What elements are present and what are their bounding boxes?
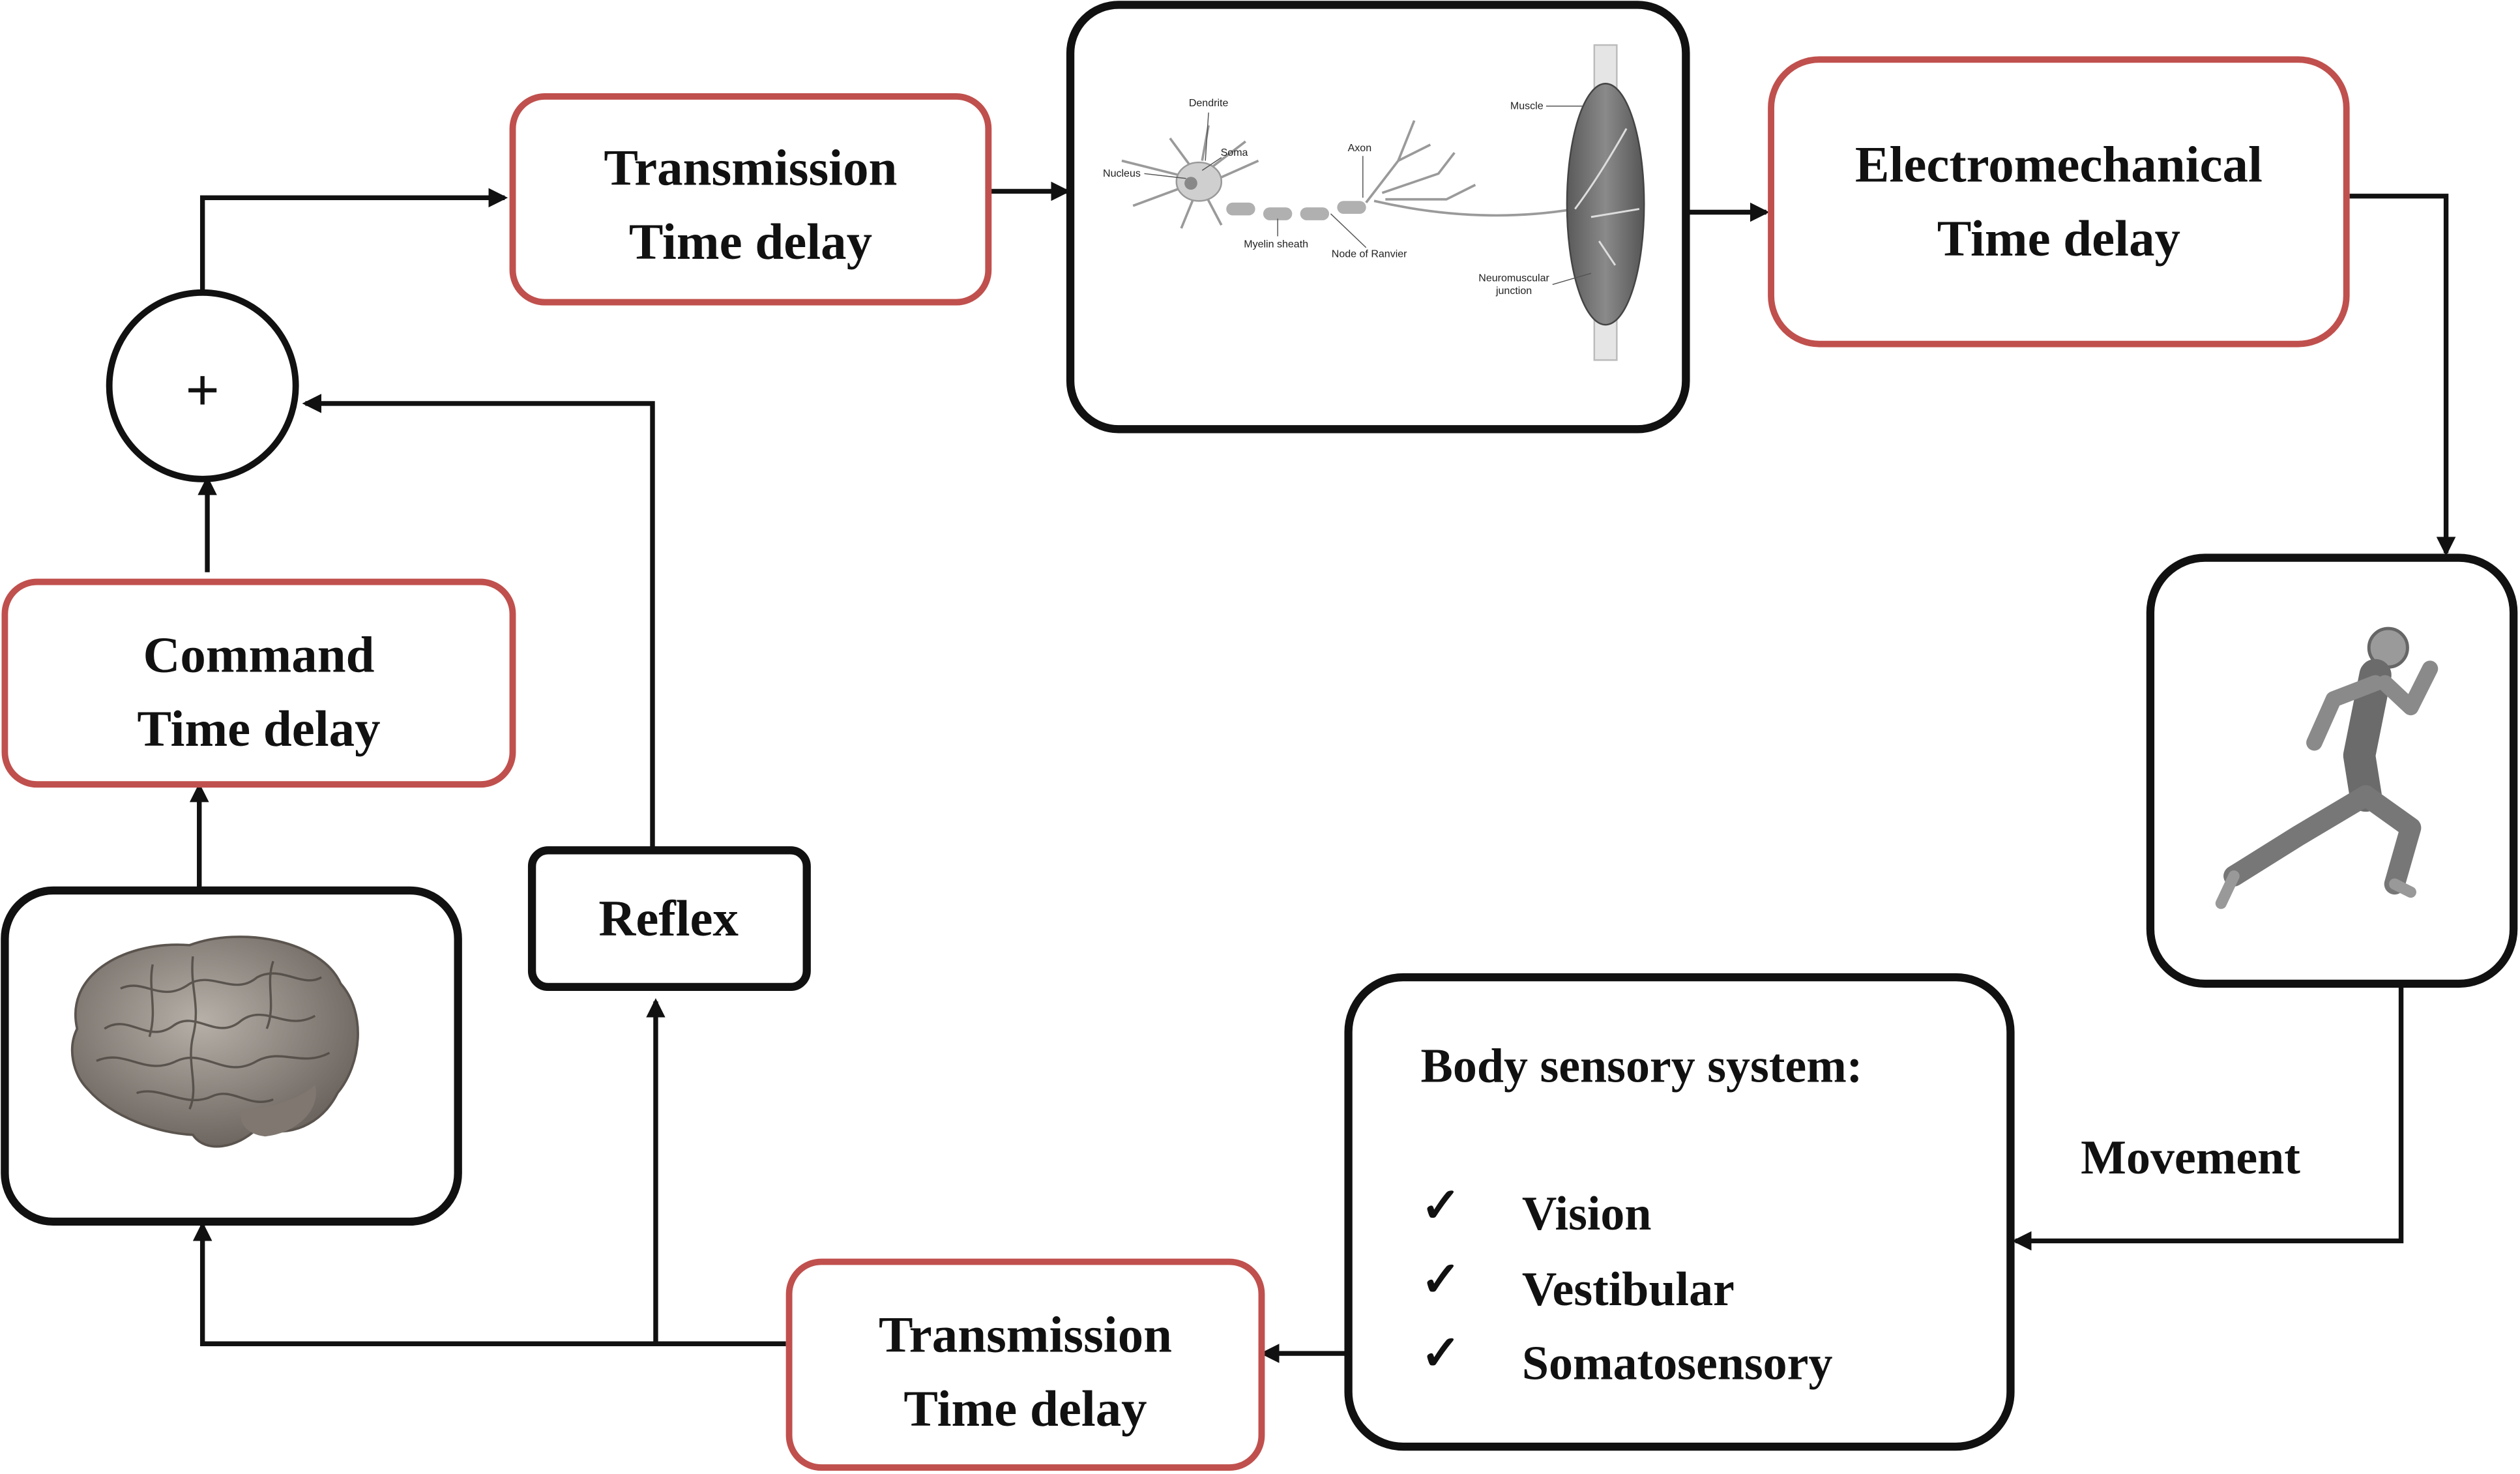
- check-vestibular-icon: ✓: [1421, 1252, 1461, 1306]
- reflex-label: Reflex: [598, 891, 739, 947]
- arrow-sum-to-transmission: [199, 188, 508, 293]
- label-node-of-ranvier: Node of Ranvier: [1332, 248, 1407, 260]
- brain-image: [70, 936, 359, 1148]
- neuron-labels: [1144, 106, 1592, 286]
- label-nmj-2: junction: [1495, 285, 1532, 297]
- command-delay-box: Command Time delay: [1, 578, 516, 788]
- label-nmj-1: Neuromuscular: [1478, 273, 1549, 284]
- sensory-item-somatosensory: Somatosensory: [1522, 1336, 1833, 1389]
- transmission-bottom-line2: Time delay: [903, 1381, 1147, 1437]
- transmission-delay-bottom-box: Transmission Time delay: [785, 1258, 1265, 1471]
- transmission-bottom-line1: Transmission: [879, 1307, 1172, 1364]
- neuron-muscle-box: Dendrite Soma Nucleus Axon Myelin sheath…: [1066, 1, 1690, 434]
- transmission-delay-top-box: Transmission Time delay: [509, 93, 992, 306]
- arrow-electromechanical-to-runner: [2349, 194, 2456, 557]
- label-dendrite: Dendrite: [1189, 97, 1229, 109]
- sum-symbol: +: [186, 358, 220, 422]
- connectors: [189, 181, 2456, 1363]
- summing-junction: +: [106, 289, 299, 482]
- label-muscle: Muscle: [1510, 100, 1544, 112]
- transmission-top-line1: Transmission: [604, 140, 897, 197]
- arrow-reflex-to-sum: [302, 394, 655, 849]
- electromechanical-line1: Electromechanical: [1855, 137, 2263, 194]
- sensory-title: Body sensory system:: [1421, 1039, 1863, 1092]
- label-nucleus: Nucleus: [1103, 168, 1141, 179]
- command-line1: Command: [143, 627, 374, 684]
- command-line2: Time delay: [137, 701, 380, 758]
- check-vision-icon: ✓: [1421, 1179, 1461, 1232]
- label-myelin: Myelin sheath: [1244, 239, 1308, 250]
- runner-box: [2146, 553, 2518, 988]
- sensory-system-box: Body sensory system: ✓ Vision ✓ Vestibul…: [1344, 973, 2015, 1451]
- electromechanical-line2: Time delay: [1937, 211, 2180, 267]
- transmission-top-line2: Time delay: [629, 214, 872, 271]
- reflex-box: Reflex: [527, 846, 811, 992]
- label-soma: Soma: [1221, 147, 1248, 158]
- sensory-item-vision: Vision: [1522, 1187, 1652, 1240]
- neuron-illustration: [1121, 120, 1575, 229]
- electromechanical-delay-box: Electromechanical Time delay: [1768, 56, 2350, 347]
- brain-box: [1, 886, 462, 1226]
- muscle-illustration: [1566, 44, 1645, 361]
- arrow-runner-to-sensory: [2012, 986, 2404, 1251]
- movement-label: Movement: [2081, 1130, 2300, 1184]
- sensory-item-vestibular: Vestibular: [1522, 1262, 1735, 1316]
- check-somatosensory-icon: ✓: [1421, 1327, 1461, 1380]
- arrow-transmission-to-brain: [192, 1221, 786, 1346]
- neuron-body: [1175, 161, 1366, 220]
- label-axon: Axon: [1348, 142, 1372, 154]
- runner-figure: [2215, 626, 2439, 909]
